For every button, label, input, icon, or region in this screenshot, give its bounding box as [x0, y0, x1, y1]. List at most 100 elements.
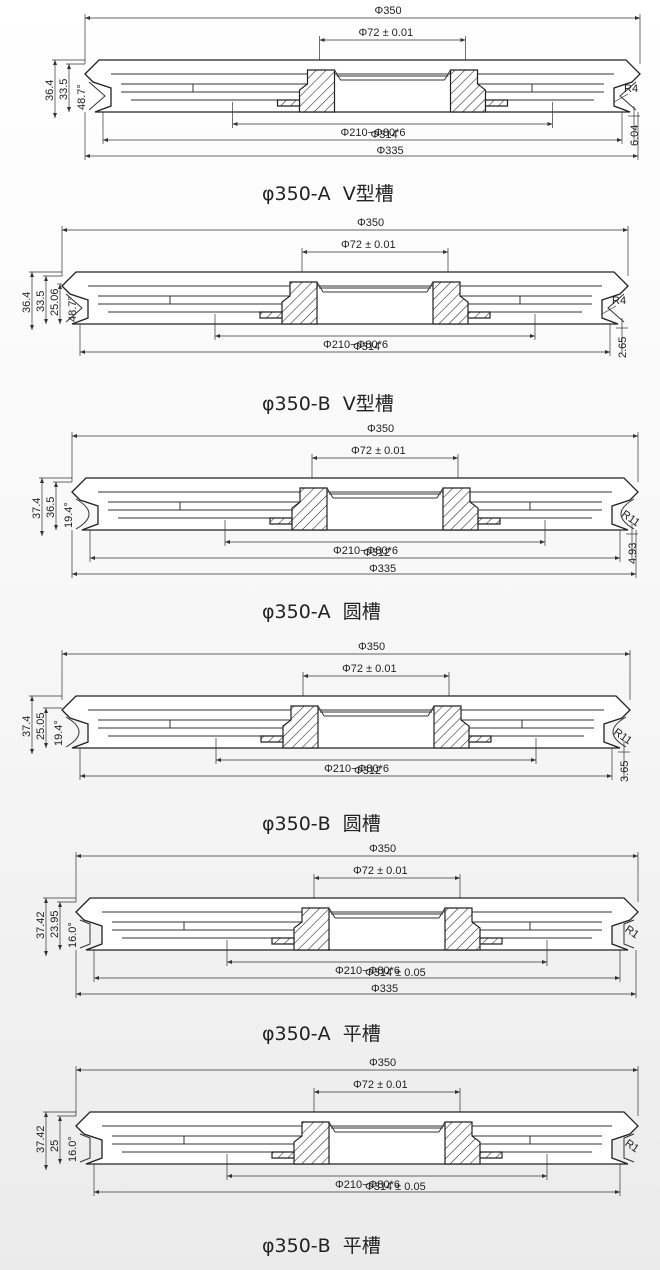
pulley-outline — [75, 1111, 639, 1165]
dim-outer-diameter: Φ350 — [367, 423, 394, 435]
dim-groove-radius: R1 — [623, 1137, 641, 1155]
dim-hole-pattern: Φ210−Φ80*6 — [341, 127, 406, 139]
dim-base-diameter: Φ335 — [369, 563, 396, 575]
pulley-outline — [84, 59, 641, 113]
dim-groove-radius: R11 — [611, 726, 634, 747]
web-right-section — [484, 99, 509, 107]
dim-right-offset: 6.04 — [629, 125, 641, 146]
drawing-caption: φ350-A 圆槽 — [262, 601, 381, 623]
dim-total-height: 36.4 — [44, 80, 56, 101]
dim-groove-radius: R4 — [612, 295, 626, 307]
drawing-caption: φ350-B V型槽 — [262, 393, 394, 415]
hub-right-section — [433, 705, 470, 749]
dim-outer-diameter: Φ350 — [375, 5, 402, 17]
dim-bore-diameter: Φ72 ± 0.01 — [359, 27, 414, 39]
web-right-section — [479, 937, 503, 945]
dim-small-height: 25.05 — [35, 712, 47, 740]
dim-groove-angle: 48.7° — [76, 84, 88, 110]
dim-right-offset: 2.65 — [617, 337, 629, 358]
dim-bore-diameter: Φ72 ± 0.01 — [351, 445, 406, 457]
groove-right — [623, 919, 635, 949]
dim-groove-diameter: Φ314 — [353, 341, 380, 353]
dim-groove-radius: R11 — [619, 508, 642, 529]
dim-groove-diameter: Φ312 — [363, 547, 390, 559]
web-left-section — [271, 937, 295, 945]
dim-mid-height: 36.5 — [45, 497, 57, 518]
pulley-outline — [61, 271, 629, 325]
dim-hole-pattern: Φ210−Φ80*6 — [335, 965, 400, 977]
dim-total-height: 37.42 — [35, 911, 47, 939]
dim-bore-diameter: Φ72 ± 0.01 — [342, 663, 397, 675]
groove-left — [88, 81, 106, 111]
dim-right-offset: 4.93 — [627, 543, 639, 564]
dim-total-height: 37.42 — [35, 1125, 47, 1153]
dim-bore-diameter: Φ72 ± 0.01 — [341, 239, 396, 251]
pulley-outline — [61, 695, 631, 749]
pulley-outline — [71, 477, 639, 531]
drawing-caption: φ350-B 平槽 — [262, 1235, 381, 1257]
pulley-outline — [75, 897, 639, 951]
dim-groove-angle: 16.0° — [67, 922, 79, 948]
dim-bore-diameter: Φ72 ± 0.01 — [353, 865, 408, 877]
drawing-caption: φ350-A 平槽 — [262, 1023, 381, 1045]
dim-groove-angle: 19.4° — [63, 502, 75, 528]
dim-groove-radius: R1 — [623, 923, 641, 941]
dim-bore-diameter: Φ72 ± 0.01 — [353, 1079, 408, 1091]
dim-groove-diameter: Φ314 — [371, 129, 398, 141]
dim-groove-angle: 48.7° — [67, 296, 79, 322]
dim-groove-radius: R4 — [624, 83, 638, 95]
web-right-section — [479, 1151, 503, 1159]
groove-left — [79, 919, 91, 949]
groove-right — [612, 716, 627, 748]
dim-total-height: 36.4 — [21, 292, 33, 313]
dim-total-height: 37.4 — [21, 716, 33, 737]
dim-base-diameter: Φ335 — [377, 145, 404, 157]
dim-hole-pattern: Φ210−Φ80*6 — [335, 1179, 400, 1191]
dim-hole-pattern: Φ210−Φ80*6 — [333, 545, 398, 557]
dim-groove-diameter: Φ312 — [354, 765, 381, 777]
dim-groove-angle: 19.4° — [53, 720, 65, 746]
dim-mid-height: 33.5 — [58, 79, 70, 100]
hub-right-section — [449, 69, 487, 113]
web-right-section — [467, 311, 491, 319]
hub-right-section — [432, 281, 469, 325]
groove-left — [65, 293, 83, 323]
dim-groove-angle: 16.0° — [67, 1136, 79, 1162]
dim-mid-height: 33.5 — [35, 291, 47, 312]
web-left-section — [260, 735, 284, 743]
hub-right-section — [444, 1121, 481, 1165]
web-left-section — [276, 99, 301, 107]
web-right-section — [477, 517, 501, 525]
hub-right-section — [444, 907, 481, 951]
dim-outer-diameter: Φ350 — [369, 843, 396, 855]
dim-outer-diameter: Φ350 — [357, 217, 384, 229]
dim-small-height: 25.06 — [49, 288, 61, 316]
groove-right — [607, 293, 625, 323]
groove-right — [623, 1133, 635, 1163]
hub-right-section — [442, 487, 479, 531]
dim-groove-diameter: Φ314 ± 0.05 — [365, 967, 426, 979]
web-left-section — [271, 1151, 295, 1159]
groove-left — [65, 716, 80, 748]
groove-left — [75, 498, 90, 530]
dim-mid-height: 25 — [49, 1140, 61, 1152]
dim-hole-pattern: Φ210−Φ80*6 — [323, 339, 388, 351]
groove-left — [79, 1133, 91, 1163]
dim-total-height: 37.4 — [31, 498, 43, 519]
groove-right — [619, 81, 637, 111]
web-right-section — [468, 735, 492, 743]
drawing-caption: φ350-A V型槽 — [262, 183, 394, 205]
dim-outer-diameter: Φ350 — [358, 641, 385, 653]
dim-groove-diameter: Φ314 ± 0.05 — [365, 1181, 426, 1193]
dim-mid-height: 23.95 — [49, 910, 61, 938]
drawing-caption: φ350-B 圆槽 — [262, 813, 381, 835]
dim-right-offset: 3.65 — [619, 761, 631, 782]
dim-hole-pattern: Φ210−Φ80*6 — [324, 763, 389, 775]
